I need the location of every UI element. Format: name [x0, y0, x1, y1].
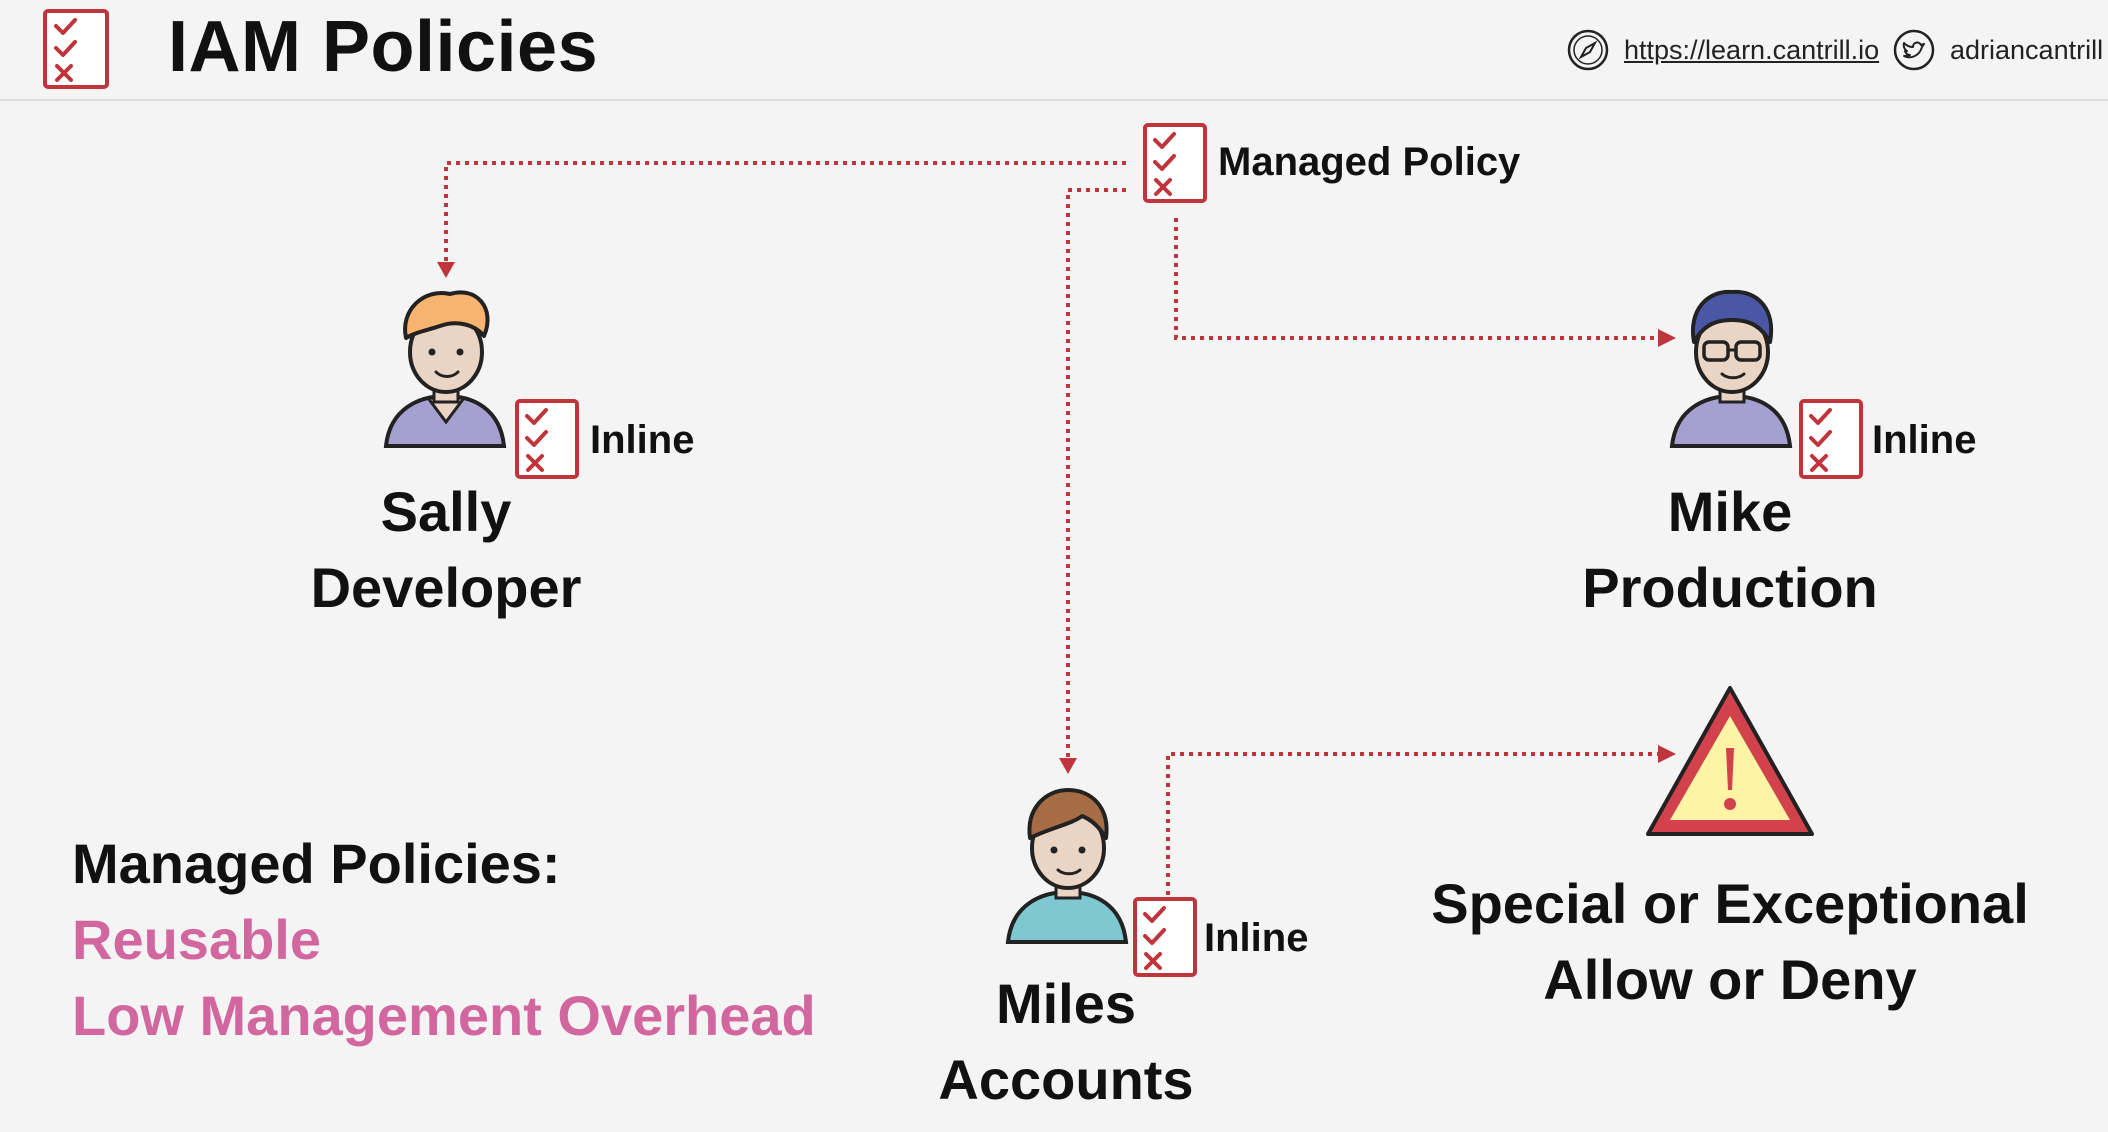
twitter-handle[interactable]: adriancantrill — [1950, 34, 2104, 65]
miles-avatar-icon — [1005, 788, 1129, 944]
page-title: IAM Policies — [168, 7, 599, 87]
warning-line-2: Allow or Deny — [1543, 948, 1917, 1011]
mike-avatar-icon — [1669, 289, 1793, 448]
arrow-to-miles — [1059, 758, 1077, 774]
mike-name: Mike Production — [1500, 474, 1960, 626]
website-link-text[interactable]: https://learn.cantrill.io — [1624, 34, 1880, 65]
sally-inline-policy-icon — [515, 399, 579, 479]
mike-inline-policy-icon — [1799, 399, 1863, 479]
warning-text: Special or Exceptional Allow or Deny — [1410, 866, 2050, 1018]
mike-role: Production — [1582, 556, 1878, 619]
warning-icon — [1646, 686, 1814, 836]
twitter-link[interactable]: adriancantrill — [1892, 28, 2103, 72]
sally-name: Sally Developer — [216, 474, 676, 626]
warning-line-1: Special or Exceptional — [1431, 872, 2029, 935]
miles-first-name: Miles — [995, 972, 1137, 1035]
managed-policy-icon — [1143, 123, 1207, 203]
miles-inline-policy-icon — [1133, 897, 1197, 977]
connector-managed-to-mike — [1174, 218, 1660, 340]
sally-inline-label: Inline — [590, 418, 695, 462]
summary-point-reusable: Reusable — [72, 908, 321, 971]
summary-heading: Managed Policies: — [72, 832, 561, 895]
arrow-to-sally — [437, 262, 455, 278]
sally-avatar-icon — [383, 290, 507, 448]
header-divider — [0, 99, 2108, 101]
compass-icon — [1567, 29, 1609, 71]
arrow-to-mike — [1658, 329, 1676, 347]
arrow-to-warning — [1658, 745, 1676, 763]
summary-point-overhead: Low Management Overhead — [72, 984, 816, 1047]
miles-name: Miles Accounts — [836, 966, 1296, 1118]
sally-role: Developer — [310, 556, 582, 619]
summary: Managed Policies: Reusable Low Managemen… — [72, 826, 816, 1054]
connector-managed-to-sally — [444, 161, 1126, 262]
connector-miles-inline-to-warning — [1166, 752, 1660, 895]
website-link[interactable]: https://learn.cantrill.io — [1566, 28, 1879, 72]
header-policy-icon — [43, 9, 109, 89]
twitter-icon — [1893, 29, 1935, 71]
miles-inline-label: Inline — [1204, 916, 1309, 960]
mike-inline-label: Inline — [1872, 418, 1977, 462]
connector-managed-to-miles — [1066, 188, 1126, 762]
miles-role: Accounts — [938, 1048, 1194, 1111]
mike-first-name: Mike — [1667, 480, 1793, 543]
sally-first-name: Sally — [380, 480, 512, 543]
managed-policy-label: Managed Policy — [1218, 140, 1521, 184]
